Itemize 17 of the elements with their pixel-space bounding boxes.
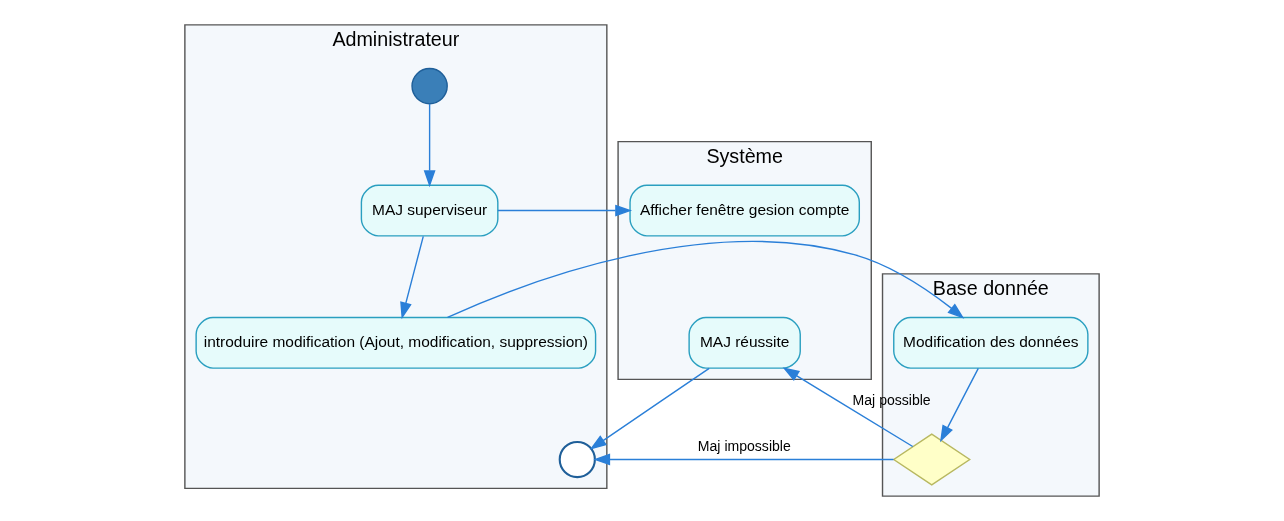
arrow <box>446 240 965 319</box>
arrow <box>589 367 710 450</box>
node-box: Afficher fenêtre gesion compte <box>629 184 860 237</box>
arrow <box>423 103 436 188</box>
arrow <box>400 235 424 320</box>
arrow <box>497 204 633 217</box>
edge-label: Maj impossible <box>697 438 791 455</box>
arrow <box>593 453 895 466</box>
node-circle <box>558 440 596 479</box>
node-box: introduire modification (Ajout, modification, suppression) <box>195 316 597 369</box>
node-diamond <box>892 433 971 486</box>
node-box: MAJ réussite <box>688 316 801 369</box>
node-box: Modification des données <box>893 316 1089 369</box>
node-box: MAJ superviseur <box>360 184 499 237</box>
node-circle <box>411 67 448 105</box>
arrow <box>782 367 914 448</box>
arrow <box>940 367 979 443</box>
